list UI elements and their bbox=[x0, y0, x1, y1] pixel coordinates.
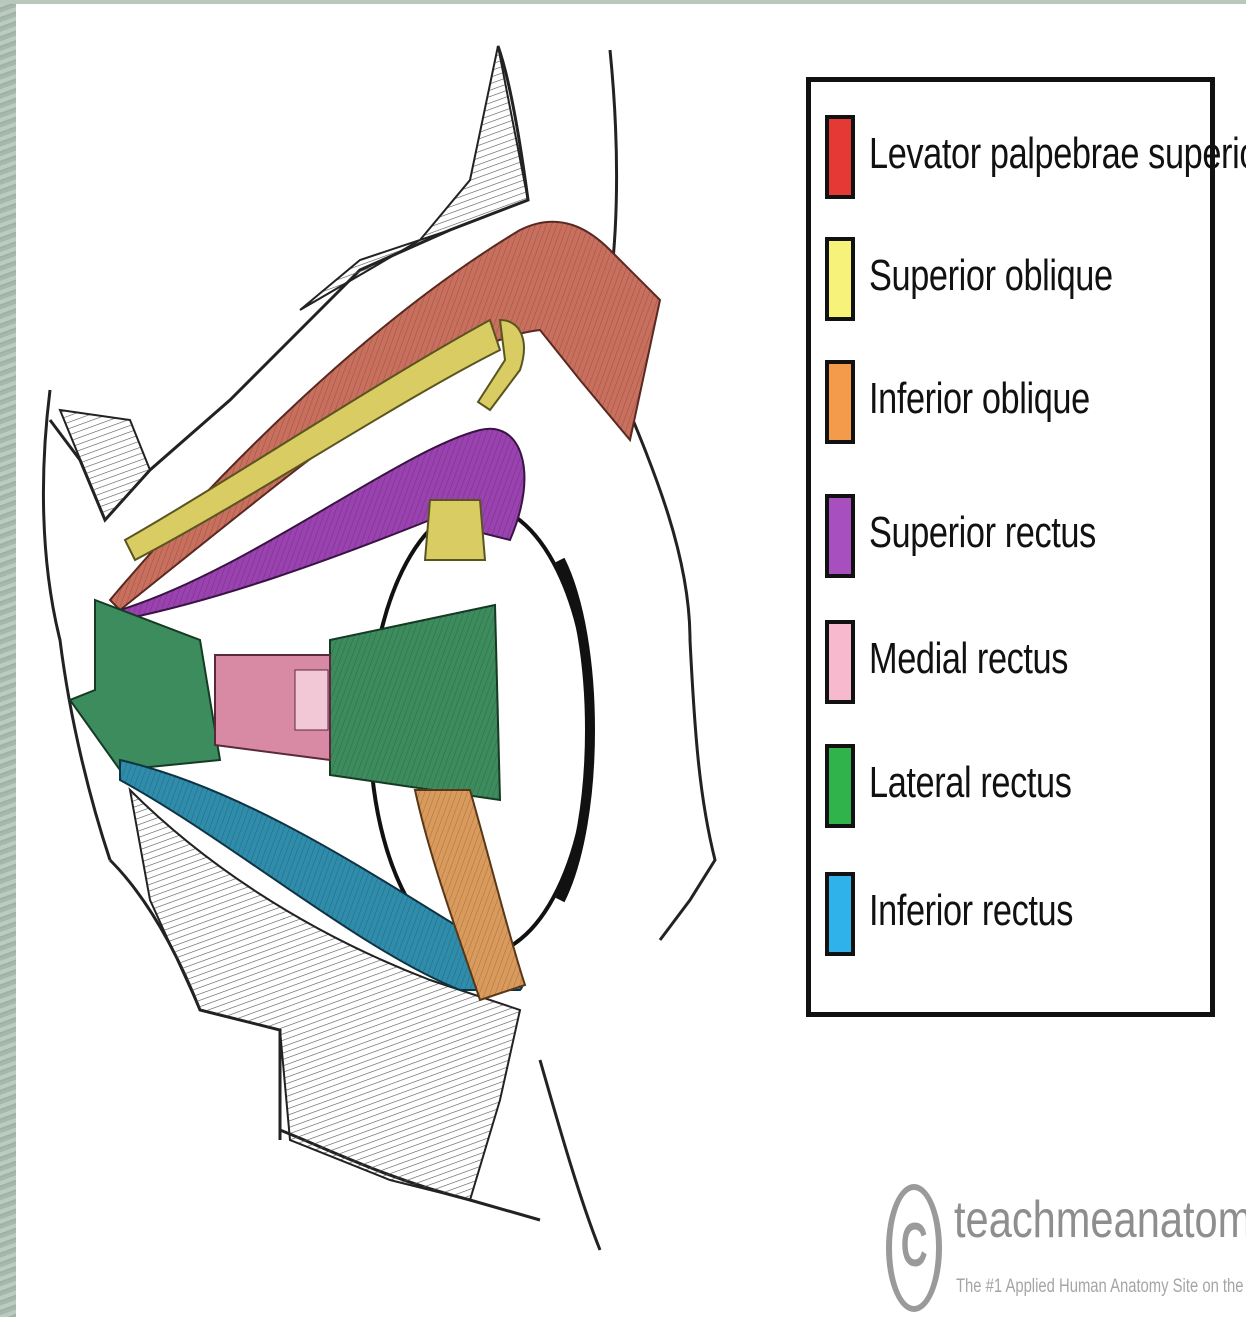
medial-rectus-tendon bbox=[295, 670, 328, 730]
legend-swatch bbox=[825, 494, 855, 578]
legend: Levator palpebrae superioris Superior ob… bbox=[806, 77, 1215, 1017]
brand-name: teachmeanatomy bbox=[954, 1190, 1246, 1250]
legend-label: Superior rectus bbox=[869, 508, 1096, 558]
legend-swatch bbox=[825, 237, 855, 321]
legend-label: Inferior oblique bbox=[869, 374, 1090, 424]
superior-oblique-insertion bbox=[425, 500, 485, 560]
legend-swatch bbox=[825, 744, 855, 828]
legend-label: Levator palpebrae superioris bbox=[869, 129, 1246, 179]
copyright-icon: C bbox=[886, 1184, 942, 1312]
legend-item-lateral-rectus: Lateral rectus bbox=[825, 744, 1215, 834]
orbital-wall bbox=[60, 410, 150, 520]
brand-tagline: The #1 Applied Human Anatomy Site on the… bbox=[956, 1276, 1246, 1298]
legend-item-superior-oblique: Superior oblique bbox=[825, 237, 1215, 327]
legend-item-inferior-rectus: Inferior rectus bbox=[825, 872, 1215, 962]
legend-item-medial-rectus: Medial rectus bbox=[825, 620, 1215, 710]
legend-item-inferior-oblique: Inferior oblique bbox=[825, 360, 1215, 450]
lateral-rectus-origin bbox=[70, 600, 220, 770]
legend-swatch bbox=[825, 620, 855, 704]
legend-label: Lateral rectus bbox=[869, 758, 1071, 808]
legend-item-levator-palpebrae-superioris: Levator palpebrae superioris bbox=[825, 115, 1215, 205]
legend-label: Medial rectus bbox=[869, 634, 1068, 684]
legend-swatch bbox=[825, 115, 855, 199]
legend-label: Inferior rectus bbox=[869, 886, 1073, 936]
legend-swatch bbox=[825, 872, 855, 956]
levator-palpebrae-superioris-fibers bbox=[110, 222, 660, 610]
brand-watermark: C teachmeanatomy The #1 Applied Human An… bbox=[886, 1180, 1246, 1317]
legend-label: Superior oblique bbox=[869, 251, 1113, 301]
legend-item-superior-rectus: Superior rectus bbox=[825, 494, 1215, 584]
legend-swatch bbox=[825, 360, 855, 444]
